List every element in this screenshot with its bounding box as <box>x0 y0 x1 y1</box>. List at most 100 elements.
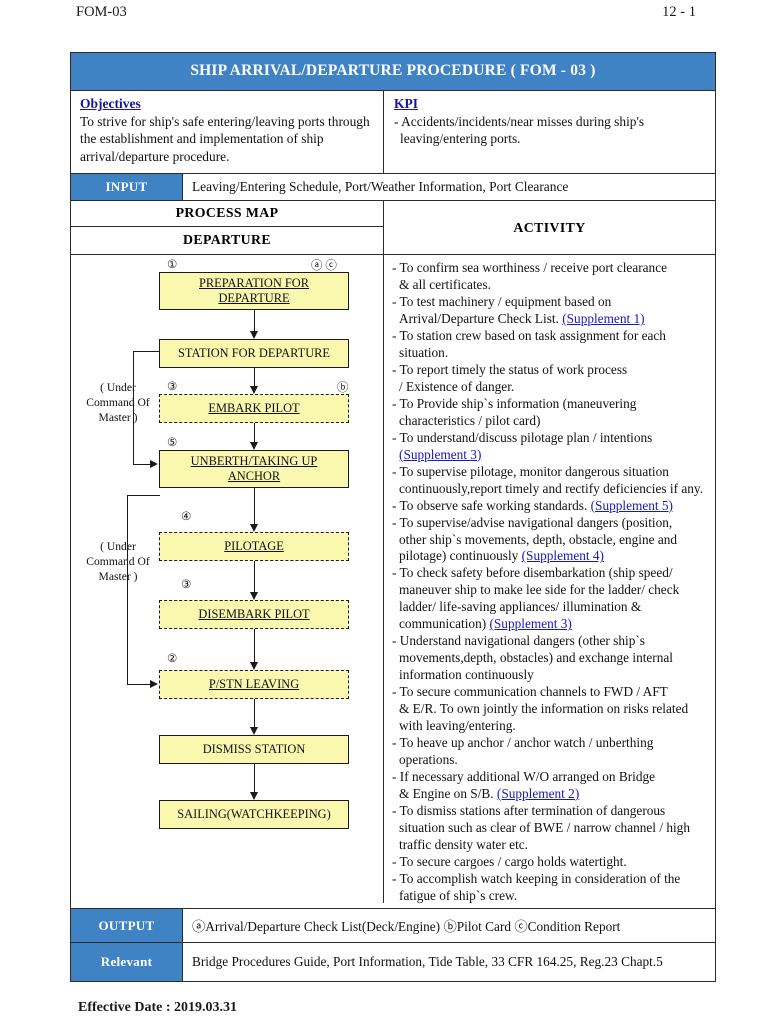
marker-2: ② <box>167 653 178 666</box>
rail-vertical-unberth-pstn <box>127 495 128 685</box>
node-unberth-line2: ANCHOR <box>227 469 281 484</box>
node-disembark-label: DISEMBARK PILOT <box>198 607 310 622</box>
activity-item: - To observe safe working standards. (Su… <box>392 498 709 515</box>
kpi-body: - Accidents/incidents/near misses during… <box>394 114 645 147</box>
node-pilotage[interactable]: PILOTAGE <box>159 532 349 562</box>
node-embark-label: EMBARK PILOT <box>208 401 300 416</box>
supplement-link[interactable]: (Supplement 3) <box>399 446 482 462</box>
activity-cont: continuously,report timely and rectify d… <box>399 480 704 496</box>
activity-cont: other ship`s movements, depth, obstacle,… <box>399 531 678 564</box>
activity-item: - To confirm sea worthiness / receive po… <box>392 260 709 294</box>
activity-cont: fatigue of ship`s crew. <box>399 887 518 903</box>
activity-item: - To Provide ship`s information (maneuve… <box>392 396 709 430</box>
activity-cont: characteristics / pilot card) <box>399 412 541 428</box>
output-value: ⓐArrival/Departure Check List(Deck/Engin… <box>192 919 621 935</box>
activity-text: - To observe safe working standards. <box>392 497 591 513</box>
node-pstn-label: P/STN LEAVING <box>208 677 300 692</box>
rail-into-unberth <box>133 464 151 466</box>
marker-1: ① <box>167 259 178 272</box>
supplement-link[interactable]: (Supplement 1) <box>562 311 645 327</box>
node-preparation-for-departure[interactable]: PREPARATION FOR DEPARTURE <box>159 272 349 311</box>
supplement-link[interactable]: (Supplement 3) <box>489 616 572 632</box>
node-sailing-label: SAILING(WATCHKEEPING) <box>177 807 331 822</box>
activity-item: - If necessary additional W/O arranged o… <box>392 769 709 803</box>
input-row: INPUT Leaving/Entering Schedule, Port/We… <box>71 174 715 202</box>
marker-a-c: ⓐ ⓒ <box>311 260 337 273</box>
node-embark-pilot[interactable]: EMBARK PILOT <box>159 394 349 424</box>
connector-pilotage-disembark <box>254 561 255 593</box>
objectives-kpi-row: Objectives To strive for ship's safe ent… <box>71 91 715 175</box>
activity-cont: maneuver ship to make lee side for the l… <box>399 582 680 632</box>
node-dismiss-label: DISMISS STATION <box>202 742 306 757</box>
page-number: 12 - 1 <box>662 4 696 20</box>
arrowhead-pilotage <box>249 524 258 533</box>
node-pstn-leaving[interactable]: P/STN LEAVING <box>159 670 349 700</box>
activity-item: - To understand/discuss pilotage plan / … <box>392 430 709 464</box>
rail-vertical-station-unberth <box>133 351 134 465</box>
activity-item: - To heave up anchor / anchor watch / un… <box>392 735 709 769</box>
activity-item: - To supervise pilotage, monitor dangero… <box>392 464 709 498</box>
activity-text: - To confirm sea worthiness / receive po… <box>392 260 667 276</box>
activity-item: - To check safety before disembarkation … <box>392 565 709 633</box>
activity-text: - To test machinery / equipment based on <box>392 294 612 310</box>
connector-station-embark <box>254 368 255 387</box>
activity-cont: / Existence of danger. <box>399 378 515 394</box>
rail-top-from-unberth <box>127 495 160 497</box>
relevant-label: Relevant <box>71 943 183 982</box>
marker-5: ⑤ <box>167 437 178 450</box>
kpi-heading: KPI <box>394 96 419 111</box>
connector-unberth-pilotage <box>254 488 255 525</box>
bracket-label-master-1: ( Under Command Of Master ) <box>86 381 150 424</box>
arrowhead-unberth <box>249 442 258 451</box>
arrowhead-unberth-left <box>150 459 158 468</box>
node-pilotage-label: PILOTAGE <box>224 539 284 554</box>
activity-item: - To supervise/advise navigational dange… <box>392 515 709 566</box>
node-unberth-line1: UNBERTH/TAKING UP <box>190 454 318 469</box>
node-station-for-departure[interactable]: STATION FOR DEPARTURE <box>159 339 349 369</box>
objectives-heading: Objectives <box>80 96 141 111</box>
activity-text: - To report timely the status of work pr… <box>392 361 628 377</box>
arrowhead-pstn <box>249 662 258 671</box>
supplement-link[interactable]: (Supplement 4) <box>521 548 604 564</box>
node-unberth-taking-up-anchor[interactable]: UNBERTH/TAKING UP ANCHOR <box>159 450 349 489</box>
activity-text: - To understand/discuss pilotage plan / … <box>392 429 653 445</box>
arrowhead-station <box>249 331 258 340</box>
activity-cont: & all certificates. <box>399 277 491 293</box>
activity-text: - To heave up anchor / anchor watch / un… <box>392 734 654 750</box>
process-map-header-col: PROCESS MAP DEPARTURE <box>71 201 385 256</box>
activity-text: - To supervise/advise navigational dange… <box>392 514 673 530</box>
rail-into-pstn <box>127 684 151 686</box>
activity-text: - To dismiss stations after termination … <box>392 802 666 818</box>
activity-text: - To supervise pilotage, monitor dangero… <box>392 463 669 479</box>
activity-cont: situation such as clear of BWE / narrow … <box>399 819 690 852</box>
section-headers-row: PROCESS MAP DEPARTURE ACTIVITY <box>71 201 715 256</box>
node-preparation-line1: PREPARATION FOR <box>198 276 310 291</box>
input-label: INPUT <box>71 174 183 201</box>
rail-top-from-station <box>133 351 160 353</box>
supplement-link[interactable]: (Supplement 5) <box>590 497 673 513</box>
marker-b: ⓑ <box>337 382 349 395</box>
relevant-row: Relevant Bridge Procedures Guide, Port I… <box>71 943 715 982</box>
activity-item: - Understand navigational dangers (other… <box>392 633 709 684</box>
marker-3-disembark: ③ <box>181 579 192 592</box>
activity-item: - To accomplish watch keeping in conside… <box>392 871 709 905</box>
procedure-sheet: SHIP ARRIVAL/DEPARTURE PROCEDURE ( FOM -… <box>70 52 716 983</box>
connector-embark-unberth <box>254 423 255 443</box>
supplement-link[interactable]: (Supplement 2) <box>496 785 580 801</box>
connector-dismiss-sailing <box>254 764 255 793</box>
document-code: FOM-03 <box>76 4 127 20</box>
activity-text: - If necessary additional W/O arranged o… <box>392 768 656 784</box>
node-dismiss-station[interactable]: DISMISS STATION <box>159 735 349 765</box>
arrowhead-dismiss <box>249 727 258 736</box>
activity-item: - To test machinery / equipment based on… <box>392 294 709 328</box>
activity-item: - To secure communication channels to FW… <box>392 684 709 735</box>
node-sailing-watchkeeping[interactable]: SAILING(WATCHKEEPING) <box>159 800 349 830</box>
node-disembark-pilot[interactable]: DISEMBARK PILOT <box>159 600 349 630</box>
marker-3-embark: ③ <box>167 381 178 394</box>
marker-4: ④ <box>181 511 192 524</box>
arrowhead-sailing <box>249 792 258 801</box>
process-activity-body: ( Under Command Of Master ) ( Under Comm… <box>71 255 715 910</box>
kpi-cell: KPI - Accidents/incidents/near misses du… <box>384 91 715 173</box>
effective-date: Effective Date : 2019.03.31 <box>78 1000 238 1015</box>
